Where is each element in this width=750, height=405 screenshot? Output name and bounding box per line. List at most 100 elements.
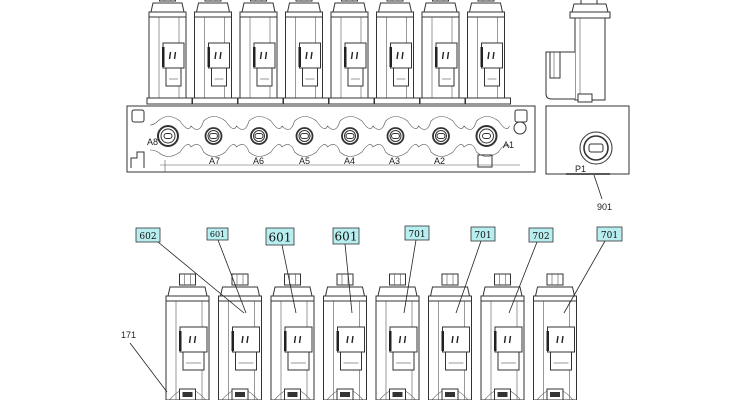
valve-cap: [150, 2, 185, 13]
connector-bar: [389, 47, 392, 67]
port-p1-ring: [583, 135, 609, 161]
connector-base: [165, 67, 182, 87]
valve-nut: [546, 273, 564, 286]
callout-leader: [403, 239, 417, 314]
callout-702-7: 702: [508, 227, 554, 314]
callout-leader: [157, 241, 245, 314]
pin: [293, 335, 297, 344]
connector: [494, 326, 523, 353]
port-slot: [300, 133, 309, 139]
connector-base: [182, 351, 205, 371]
connector-base: [484, 67, 500, 87]
valve-base-plate: [283, 97, 329, 105]
valve-base-plate: [328, 97, 375, 105]
port-a5: [295, 127, 314, 145]
valve-nut: [336, 273, 354, 286]
connector-base: [235, 351, 257, 371]
valve-collar: [421, 11, 460, 18]
valve-cap: [167, 286, 208, 297]
connector-base: [445, 351, 467, 371]
connector-bar: [284, 331, 287, 351]
top-valve-8: [467, 0, 505, 104]
leader-171: [129, 342, 168, 393]
callout-label: 701: [601, 231, 618, 241]
callout-601-2: 601: [206, 227, 247, 314]
top-valve-5: [330, 0, 369, 104]
pin: [241, 335, 244, 344]
leader-901: [593, 174, 603, 200]
connector: [337, 326, 365, 353]
port-a7: [204, 127, 223, 145]
valve-collar: [428, 295, 472, 302]
callout-601-4: 601: [332, 227, 360, 314]
connector-base: [392, 351, 415, 371]
port-p1-slot: [588, 143, 604, 153]
corner-pocket: [131, 109, 145, 123]
pin: [401, 51, 404, 60]
valve-base-plate: [465, 97, 511, 105]
connector: [162, 42, 185, 69]
callout-box: [135, 227, 161, 243]
callout-label: 601: [335, 230, 358, 244]
callout-leader: [563, 240, 606, 314]
valve-cap: [468, 2, 504, 13]
pin: [355, 51, 359, 60]
port-slot: [209, 133, 218, 139]
pin: [188, 335, 192, 344]
bottom-valve-8: [533, 273, 577, 401]
bottom-valve-7: [480, 273, 525, 401]
valve-nut: [250, 0, 267, 2]
callout-box: [528, 227, 554, 243]
pin: [168, 51, 172, 60]
top-valve-6: [376, 0, 414, 104]
callout-leader: [217, 239, 247, 314]
port-fitting-slot: [392, 392, 403, 397]
connector-bar: [441, 331, 444, 351]
connector-base: [302, 67, 318, 87]
pin: [456, 335, 459, 344]
pin: [561, 335, 564, 344]
port-inner: [479, 128, 494, 144]
valve-collar: [533, 295, 577, 302]
connector-bar: [253, 47, 256, 67]
valve-base-plate: [374, 97, 420, 105]
pin: [346, 335, 349, 344]
port-inner: [160, 128, 176, 144]
valve-nut: [580, 0, 598, 5]
callout-leader: [344, 243, 353, 314]
callout-701-5: 701: [403, 225, 430, 314]
top-valve-1: [148, 0, 187, 104]
connector-bar: [480, 47, 483, 67]
connector-base: [347, 67, 364, 87]
callout-label: 702: [532, 232, 549, 242]
port-a4: [341, 127, 359, 145]
bottom-valve-3: [270, 273, 315, 401]
top-valve-2: [194, 0, 232, 104]
callout-label: 601: [269, 231, 292, 245]
valve-nut: [231, 273, 249, 286]
connector-base: [550, 351, 572, 371]
callout-label: 701: [408, 230, 425, 240]
port-label-a3: A3: [389, 156, 400, 166]
valve-collar: [165, 295, 210, 302]
port-a3: [386, 127, 405, 145]
pin: [396, 51, 399, 60]
valve-collar: [194, 11, 232, 18]
valve-nut: [295, 0, 313, 2]
valve-collar: [376, 11, 414, 18]
port-label-a6: A6: [253, 156, 264, 166]
port-inner: [207, 130, 220, 142]
callout-label: 701: [474, 231, 491, 241]
pin: [508, 335, 512, 344]
port-inner: [298, 130, 311, 142]
port-inner: [389, 130, 402, 142]
valve-nut: [341, 0, 358, 2]
manifold-block: [126, 105, 536, 173]
connector: [389, 326, 418, 353]
callout-box: [206, 227, 229, 241]
callout-602-1: 602: [135, 227, 245, 314]
base-tab: [577, 93, 593, 103]
